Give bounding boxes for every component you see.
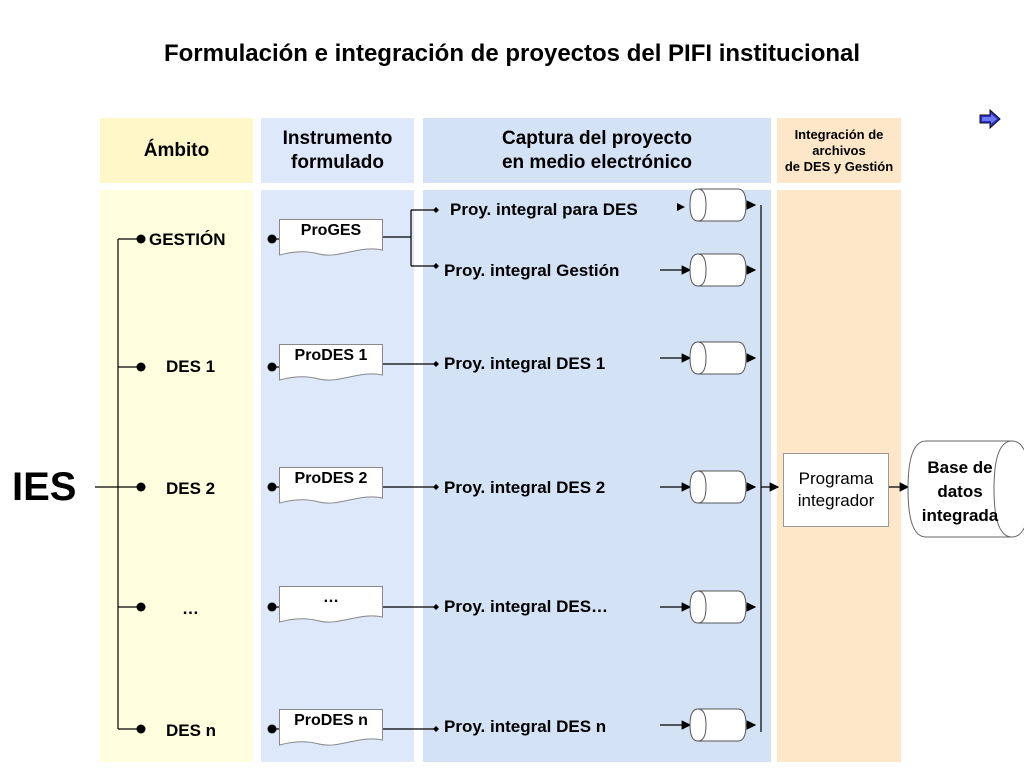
document-icon xyxy=(279,586,383,623)
document-icon xyxy=(279,467,383,504)
document-icon xyxy=(279,344,383,381)
integrator-line1: Programa xyxy=(798,469,874,488)
header-ambito-label: Ámbito xyxy=(143,139,210,161)
project-desn: Proy. integral DES n xyxy=(444,717,607,736)
project-des-ellipsis: Proy. integral DES… xyxy=(444,597,609,616)
project-gestion: Proy. integral Gestión xyxy=(444,261,620,280)
document-icon xyxy=(279,709,383,746)
instrument-ellipsis: … xyxy=(279,586,383,623)
project-para-des: Proy. integral para DES xyxy=(450,200,638,219)
header-instrumento: Instrumento formulado xyxy=(261,118,414,183)
instrument-prodes2: ProDES 2 xyxy=(279,467,383,504)
header-ambito: Ámbito xyxy=(100,118,253,183)
root-label: IES xyxy=(12,465,77,509)
instrument-prodes2-label: ProDES 2 xyxy=(294,470,368,487)
project-des1: Proy. integral DES 1 xyxy=(444,354,606,373)
instrument-prodes1-label: ProDES 1 xyxy=(294,347,368,364)
ambito-gestion: GESTIÓN xyxy=(149,230,226,249)
database-label: Base de datos integrada xyxy=(910,456,1010,528)
database-line1: Base de xyxy=(927,458,993,477)
arrow-right-icon[interactable] xyxy=(978,108,1002,130)
ambito-ellipsis: … xyxy=(182,599,199,618)
header-integracion: Integración de archivos de DES y Gestión xyxy=(777,118,901,183)
project-des2: Proy. integral DES 2 xyxy=(444,478,606,497)
ambito-des2: DES 2 xyxy=(166,479,216,498)
instrument-ellipsis-label: … xyxy=(323,589,339,606)
instrument-proges: ProGES xyxy=(279,219,383,256)
database-line3: integrada xyxy=(921,506,999,525)
instrument-prodes1: ProDES 1 xyxy=(279,344,383,381)
column-ambito xyxy=(100,190,253,762)
header-instrumento-line1: Instrumento xyxy=(282,127,393,149)
header-integracion-line1: Integración de xyxy=(794,126,884,142)
integrator-box: Programa integrador xyxy=(783,453,889,527)
instrument-prodesn: ProDES n xyxy=(279,709,383,746)
header-instrumento-line2: formulado xyxy=(291,151,384,173)
ambito-des1: DES 1 xyxy=(166,357,216,376)
integrator-line2: integrador xyxy=(797,491,875,510)
database-line2: datos xyxy=(937,482,983,501)
header-captura: Captura del proyecto en medio electrónic… xyxy=(423,118,771,183)
ambito-desn: DES n xyxy=(166,721,217,740)
header-captura-line1: Captura del proyecto xyxy=(501,127,693,149)
instrument-proges-label: ProGES xyxy=(300,222,362,239)
document-icon xyxy=(279,219,383,256)
header-integracion-line3: de DES y Gestión xyxy=(784,158,894,174)
header-captura-line2: en medio electrónico xyxy=(501,151,693,173)
instrument-prodesn-label: ProDES n xyxy=(294,712,368,729)
page-title: Formulación e integración de proyectos d… xyxy=(163,40,861,67)
header-integracion-line2: archivos xyxy=(812,142,866,158)
